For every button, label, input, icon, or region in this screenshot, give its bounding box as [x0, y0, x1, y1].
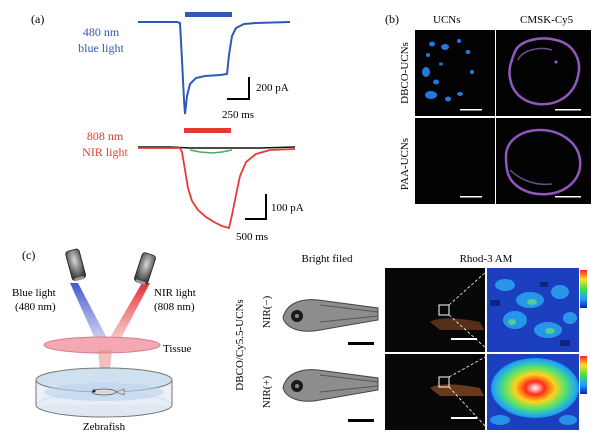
scale-bar-1: [227, 77, 250, 100]
panel-c: (c) Blue light (480 nm) NIR light (808 n…: [12, 248, 587, 433]
blue-light-label-name: blue light: [78, 41, 124, 55]
panel-a-label: (a): [31, 12, 44, 26]
blue-light-source-icon: [65, 248, 87, 282]
zebrafish-icon: [91, 388, 125, 396]
red-stimulus-bar: [184, 128, 231, 133]
nir-light-label-wavelength: 808 nm: [87, 129, 124, 143]
tissue-label: Tissue: [163, 343, 191, 355]
panel-b-label: (b): [385, 12, 399, 26]
blue-light-text: Blue light: [12, 287, 56, 299]
column-label-ucns: UCNs: [433, 14, 461, 26]
panel-b: (b) UCNs CMSK-Cy5 DBCO-UCNs PAA-UCNs: [385, 12, 591, 204]
blue-current-trace: [138, 21, 291, 115]
column-label-bright-field: Bright filed: [301, 253, 353, 265]
scale2-time-label: 500 ms: [236, 231, 268, 243]
rhod-image-nir-plus: [385, 354, 488, 430]
panel-a: (a) 480 nm blue light 200 pA 250 ms 808 …: [31, 12, 304, 243]
blue-stimulus-bar: [185, 12, 232, 17]
zoom-heatmap-nir-minus: [487, 268, 579, 352]
scale1-current-label: 200 pA: [256, 82, 289, 94]
blue-light-label-wavelength: 480 nm: [83, 25, 120, 39]
nir-light-wavelength-text: (808 nm): [154, 301, 195, 313]
column-label-cmsk-cy5: CMSK-Cy5: [520, 14, 574, 26]
row-label-dbco-ucns: DBCO-UCNs: [399, 42, 411, 104]
image-ucns-paa: [415, 118, 495, 204]
scale-bar-2: [245, 194, 267, 220]
rhod-image-nir-minus: [385, 268, 488, 352]
green-control-trace: [189, 149, 233, 154]
bright-field-image-nir-plus: [278, 354, 379, 426]
colorbar-nir-minus: [580, 270, 587, 308]
nir-light-text: NIR light: [154, 287, 196, 299]
image-cmsk-cy5-dbco: [496, 30, 591, 116]
row-group-label: DBCO/Cy5.5-UCNs: [234, 299, 246, 390]
panel-c-label: (c): [22, 248, 35, 262]
image-cmsk-cy5-paa: [496, 118, 591, 204]
column-label-rhod-3-am: Rhod-3 AM: [460, 253, 513, 265]
nir-light-source-icon: [134, 252, 156, 286]
blue-light-wavelength-text: (480 nm): [15, 301, 56, 313]
blue-light-beam: [70, 283, 108, 341]
nir-light-beam: [108, 283, 150, 341]
colorbar-nir-plus: [580, 356, 587, 394]
zebrafish-label: Zebrafish: [83, 421, 126, 433]
row-label-paa-ucns: PAA-UCNs: [399, 138, 411, 190]
image-ucns-dbco: [415, 30, 495, 116]
red-current-trace: [138, 147, 296, 230]
scale1-time-label: 250 ms: [222, 109, 254, 121]
row-label-nir-minus: NIR(−): [261, 295, 273, 328]
black-control-trace: [138, 146, 296, 149]
zoom-heatmap-nir-plus: [487, 354, 579, 430]
nir-light-label-name: NIR light: [82, 145, 128, 159]
bright-field-image-nir-minus: [278, 277, 379, 349]
row-label-nir-plus: NIR(+): [261, 375, 273, 408]
scale2-current-label: 100 pA: [271, 202, 304, 214]
